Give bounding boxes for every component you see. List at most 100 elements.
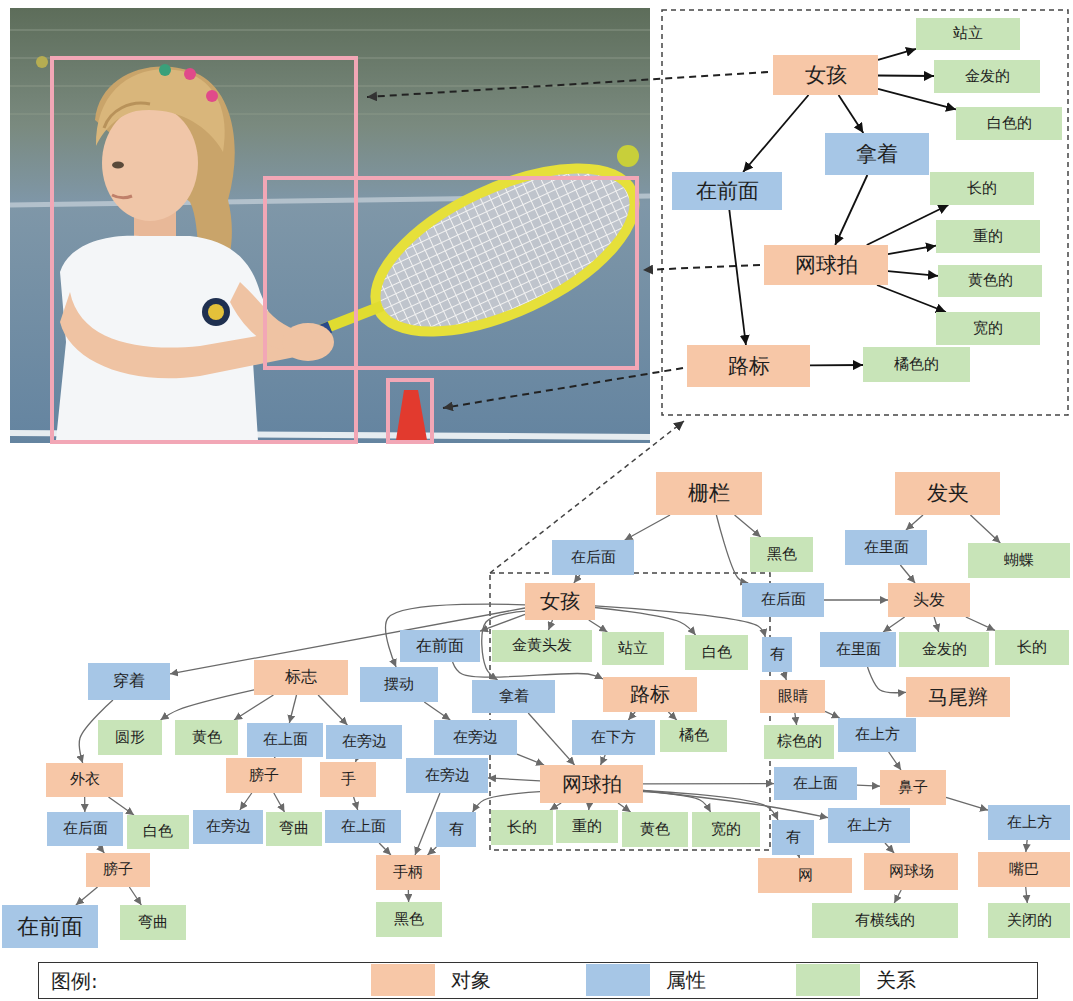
tennis-racket	[290, 135, 658, 366]
relation-arrow	[894, 890, 901, 903]
node-label: 穿着	[113, 672, 145, 690]
attribute-box: 有	[762, 637, 792, 672]
legend-box: 图例:对象属性关系	[38, 962, 1038, 999]
node-label: 白色的	[987, 115, 1032, 132]
relation-box: 白色	[685, 635, 748, 670]
relation-arrow	[488, 778, 540, 781]
legend-label: 对象	[451, 967, 491, 994]
object-box: 发夹	[895, 472, 1000, 515]
relation-arrow	[99, 846, 105, 853]
relation-box: 弯曲	[266, 812, 322, 846]
relation-box: 有横线的	[812, 903, 958, 938]
node-label: 膀子	[249, 767, 279, 784]
relation-arrow	[408, 890, 410, 902]
node-label: 站立	[618, 640, 648, 657]
attribute-box: 在上面	[774, 767, 857, 800]
node-label: 在旁边	[453, 729, 498, 746]
node-label: 手柄	[393, 864, 423, 881]
relation-arrow	[379, 843, 391, 855]
relation-arrow	[588, 803, 590, 810]
relation-box: 黄色的	[938, 265, 1042, 297]
node-label: 女孩	[540, 590, 580, 613]
attribute-box: 在后面	[47, 812, 123, 846]
relation-arrow	[824, 599, 888, 600]
object-box: 网球场	[864, 853, 958, 890]
relation-box: 棕色的	[764, 725, 834, 759]
relation-arrow	[289, 695, 296, 723]
relation-arrow	[716, 515, 748, 583]
node-label: 长的	[967, 180, 997, 197]
relation-box: 站立	[602, 632, 664, 665]
object-box: 眼睛	[760, 680, 825, 713]
relation-arrow	[1026, 887, 1028, 903]
node-label: 弯曲	[138, 914, 168, 931]
relation-arrow	[517, 754, 544, 765]
relation-arrow	[480, 614, 525, 631]
attribute-box: 在前面	[400, 630, 480, 662]
attribute-box: 在里面	[820, 632, 896, 667]
relation-box: 关闭的	[988, 903, 1070, 938]
relation-arrow	[835, 175, 867, 245]
relation-arrow	[600, 755, 605, 765]
relation-arrow	[735, 515, 761, 537]
node-label: 马尾辫	[928, 686, 988, 709]
node-label: 在里面	[836, 641, 881, 658]
object-box: 马尾辫	[906, 677, 1010, 717]
relation-arrow	[970, 515, 1000, 543]
node-label: 黄色的	[968, 272, 1013, 289]
relation-arrow	[888, 271, 938, 276]
relation-box: 黑色	[376, 902, 442, 937]
node-label: 黄色	[192, 729, 222, 746]
attribute-box: 在后面	[552, 540, 634, 575]
attribute-box: 在旁边	[193, 810, 263, 844]
attribute-box: 有	[436, 812, 476, 847]
relation-arrow	[668, 712, 676, 720]
relation-arrow	[473, 792, 540, 812]
node-label: 拿着	[856, 142, 898, 166]
node-label: 在后面	[761, 591, 806, 608]
relation-arrow	[234, 695, 273, 720]
attribute-box: 穿着	[88, 663, 170, 700]
hands	[282, 323, 334, 361]
legend-title: 图例:	[51, 968, 98, 995]
node-label: 橘色	[679, 727, 709, 744]
object-box: 头发	[888, 583, 970, 617]
relation-arrow	[934, 617, 939, 632]
node-label: 白色	[702, 644, 732, 661]
node-label: 在旁边	[206, 818, 251, 835]
node-label: 在里面	[864, 539, 909, 556]
relation-arrow	[528, 713, 574, 765]
legend-swatch	[371, 964, 435, 996]
node-label: 路标	[630, 683, 670, 706]
node-label: 在前面	[416, 637, 464, 655]
relation-arrow	[906, 515, 923, 530]
attribute-box: 在上方	[828, 808, 910, 843]
node-label: 发夹	[927, 481, 969, 505]
dashed-frame	[662, 10, 1068, 415]
attribute-box: 在旁边	[326, 725, 402, 759]
relation-arrow	[783, 672, 786, 680]
node-label: 外衣	[70, 771, 100, 788]
relation-arrow	[966, 617, 995, 630]
traffic-cone	[396, 390, 427, 440]
relation-box: 黑色	[750, 537, 813, 572]
object-box: 手柄	[376, 855, 440, 890]
node-label: 宽的	[973, 320, 1003, 337]
node-label: 在后面	[571, 549, 616, 566]
node-label: 在旁边	[425, 767, 470, 784]
object-box: 手	[320, 762, 376, 797]
node-label: 女孩	[805, 63, 847, 87]
attribute-box: 在旁边	[434, 720, 517, 755]
node-label: 重的	[572, 818, 602, 835]
legend-entry: 对象	[371, 964, 491, 996]
bounding-box	[52, 58, 637, 442]
object-box: 路标	[687, 345, 810, 387]
node-label: 有	[786, 829, 801, 846]
attribute-box: 摆动	[360, 667, 438, 702]
node-label: 在下方	[591, 729, 636, 746]
relation-arrow	[743, 95, 808, 172]
relation-arrow	[1026, 840, 1027, 852]
relation-arrow	[129, 887, 141, 905]
node-label: 有	[770, 646, 785, 663]
